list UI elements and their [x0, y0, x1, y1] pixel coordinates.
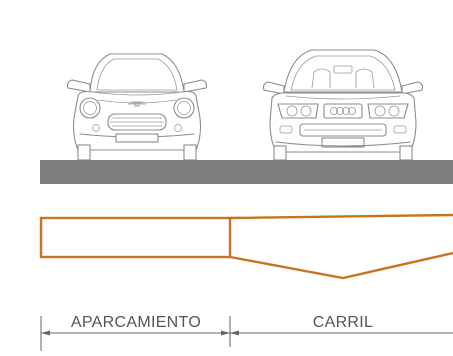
dimension-arrowheads	[41, 330, 239, 336]
parking-dimension-label: APARCAMIENTO	[71, 314, 201, 331]
arrowhead-parking-right	[221, 330, 230, 336]
dimension-lines	[40, 316, 453, 351]
lane-dimension-label: CARRIL	[313, 314, 373, 331]
mini-car-front-view	[66, 53, 208, 161]
arrowhead-lane-left	[230, 330, 239, 336]
arrowhead-parking-left	[41, 330, 50, 336]
lane-section-profile	[229, 213, 453, 280]
parking-section-box	[39, 216, 232, 259]
pavement-section-profile	[39, 213, 453, 280]
road-surface	[40, 160, 453, 184]
audi-car-front-view	[262, 49, 424, 161]
